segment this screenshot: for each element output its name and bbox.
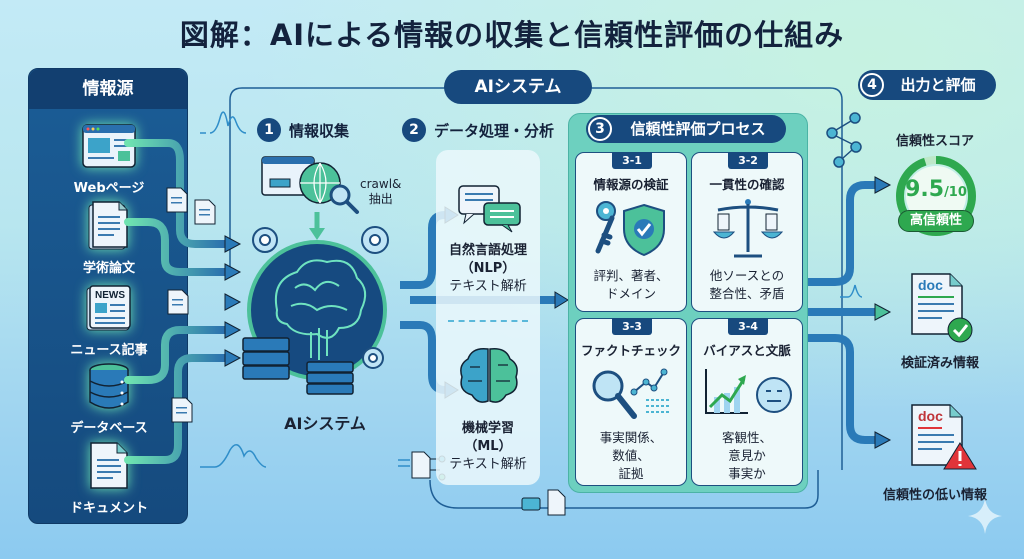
share-icon [826,112,862,168]
crawl-browser-globe-icon [261,156,359,214]
card-id: 3-2 [728,152,768,169]
score-gauge-arc [896,156,976,236]
wave-icon [200,444,267,468]
card-id: 3-4 [728,318,768,335]
sources-heading: 情報源 [29,69,187,109]
magnifier-chart-icon [592,368,670,419]
card-desc-line: 事実か [728,466,766,481]
score-title: 信頼性スコア [895,134,974,149]
magnifier-icon [329,184,351,206]
card-title: ファクトチェック [580,343,681,358]
step1-label: 情報収集 [289,121,350,140]
ml-brain-icon [460,347,518,403]
chat-bubbles-icon [458,185,521,233]
ai-core [242,212,389,395]
card-desc: 事実関係、 数値、 証拠 [576,429,686,483]
ai-core-label: AIシステム [284,414,366,433]
ml-line2: （ML） [464,439,512,454]
verified-label: 検証済み情報 [900,356,979,371]
step3-header: 信頼性評価プロセス [586,115,786,143]
low-trust-label: 信頼性の低い情報 [882,488,987,503]
source-paper: 学術論文 [29,199,189,276]
document-icon [82,439,136,493]
card-title: 情報源の検証 [593,177,669,192]
step3-label: 信頼性評価プロセス [630,120,766,138]
step2-number: 2 [402,118,426,142]
brain-icon [275,259,367,360]
nlp-line3: テキスト解析 [449,279,527,294]
score-value: 9.5 [905,177,945,202]
card-desc-line: 数値、 [612,448,650,463]
sources-panel: 情報源 Webページ 学術論文 NEWS ニュース記事 データベース ドキュメン… [28,68,188,524]
paper-icon [82,199,136,253]
verified-doc-text: doc [918,277,943,293]
divider [448,320,528,322]
database-icon [82,359,136,413]
source-label: ドキュメント [69,501,148,516]
card-desc-line: 評判、著者、 [593,268,669,283]
source-database: データベース [29,359,189,436]
card-desc-line: 事実関係、 [599,430,663,445]
page-title: 図解：AIによる情報の収集と信頼性評価の仕組み [179,18,845,52]
source-label: データベース [70,421,148,436]
source-label: Webページ [73,181,145,196]
nlp-text: 自然言語処理 （NLP） テキスト解析 [436,242,540,296]
card-desc-line: 意見か [728,448,766,463]
web-page-icon [82,119,136,173]
news-badge: NEWS [95,290,125,301]
balance-scale-icon [712,199,784,258]
card-desc-line: 証拠 [618,466,644,481]
card-id: 3-3 [612,318,652,335]
ai-system-pill: AIシステム [444,70,592,104]
nlp-line2: （NLP） [460,261,516,276]
check-icon [947,317,973,343]
card-desc-line: ドメイン [605,286,656,301]
trust-card-3-4: 3-4 バイアスと文脈 客観性、 意見か 事実か [691,318,803,486]
ml-line3: テキスト解析 [449,457,527,472]
card-desc: 他ソースとの 整合性、矛盾 [692,267,802,303]
gear-icon [252,226,389,369]
card-title: 一貫性の確認 [709,177,785,192]
news-icon: NEWS [82,281,136,335]
low-doc-text: doc [918,408,943,424]
score-badge: 高信頼性 [898,210,974,232]
step1-number: 1 [257,118,281,142]
card-title: バイアスと文脈 [703,343,791,358]
source-label: 学術論文 [82,261,135,276]
card-desc-line: 整合性、矛盾 [709,286,785,301]
step3-number: 3 [588,117,612,141]
card-id: 3-1 [612,152,652,169]
step4-number: 4 [860,73,884,97]
trust-card-3-3: 3-3 ファクトチェック 事実関係、 数値、 証拠 [575,318,687,486]
source-news: NEWS ニュース記事 [29,281,189,358]
ml-text: 機械学習 （ML） テキスト解析 [436,420,540,474]
card-desc: 評判、著者、 ドメイン [576,267,686,303]
low-trust-doc-icon: doc [911,404,977,470]
step4-label: 出力と評価 [900,76,976,94]
neutral-face-icon [756,377,792,413]
crawl-label-line2: 抽出 [368,192,393,206]
flow-document-icons [166,187,216,423]
crawl-label-line1: crawl& [360,177,402,191]
score-readout: 9.5/10 [895,177,977,202]
sparkle-icon [968,498,1002,534]
card-desc: 客観性、 意見か 事実か [692,429,802,483]
trend-chart-icon [705,369,792,414]
source-web: Webページ [29,119,189,196]
card-desc-line: 客観性、 [721,430,772,445]
ml-line1: 機械学習 [461,421,514,436]
key-shield-icon [595,201,665,257]
card-desc-line: 他ソースとの [709,268,785,283]
nlp-line1: 自然言語処理 [448,243,527,258]
step2-label: データ処理・分析 [434,121,555,140]
verified-doc-icon: doc [911,273,973,343]
source-label: ニュース記事 [70,343,148,358]
source-document: ドキュメント [29,439,189,516]
server-icon [242,337,354,395]
step1-header: 1 情報収集 [257,118,349,142]
step2-header: 2 データ処理・分析 [402,118,554,142]
trust-card-3-2: 3-2 一貫性の確認 他ソースとの 整合性、矛盾 [691,152,803,312]
score-max: /10 [944,185,967,200]
trust-card-3-1: 3-1 情報源の検証 評判、著者、 ドメイン [575,152,687,312]
